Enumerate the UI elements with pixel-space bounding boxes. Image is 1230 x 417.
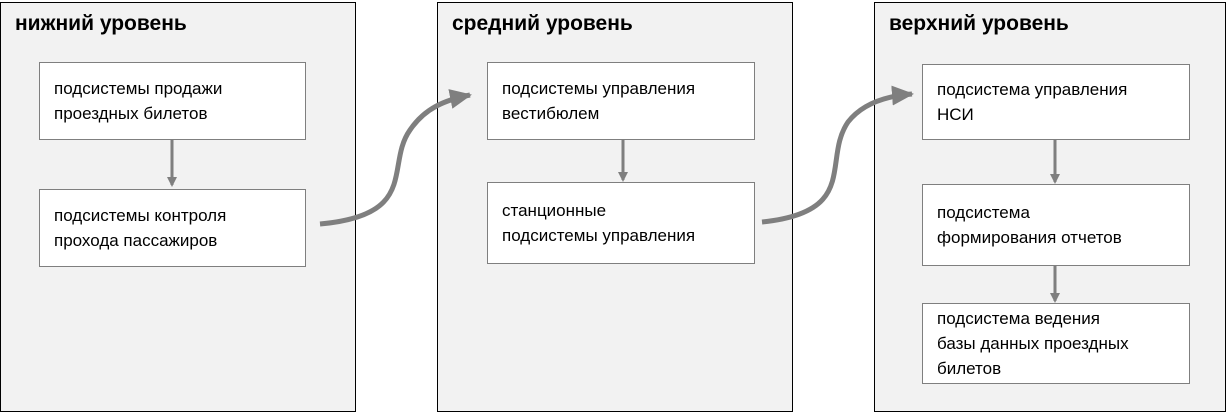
- node-ticket-sales: подсистемы продажи проездных билетов: [39, 62, 306, 140]
- node-ticket-database: подсистема ведения базы данных проездных…: [922, 303, 1190, 384]
- node-station-control: станционные подсистемы управления: [487, 182, 755, 264]
- panel-title-lower: нижний уровень: [15, 12, 187, 35]
- node-reports: подсистема формирования отчетов: [922, 184, 1190, 266]
- panel-lower-level: нижний уровень подсистемы продажи проезд…: [0, 2, 356, 412]
- panel-title-middle: средний уровень: [452, 12, 633, 35]
- panel-upper-level: верхний уровень подсистема управления НС…: [874, 2, 1226, 412]
- node-passage-control: подсистемы контроля прохода пассажиров: [39, 189, 306, 267]
- panel-title-upper: верхний уровень: [889, 12, 1069, 35]
- panel-middle-level: средний уровень подсистемы управления ве…: [437, 2, 793, 412]
- node-lobby-control: подсистемы управления вестибюлем: [487, 62, 755, 140]
- node-nsi-control: подсистема управления НСИ: [922, 64, 1190, 140]
